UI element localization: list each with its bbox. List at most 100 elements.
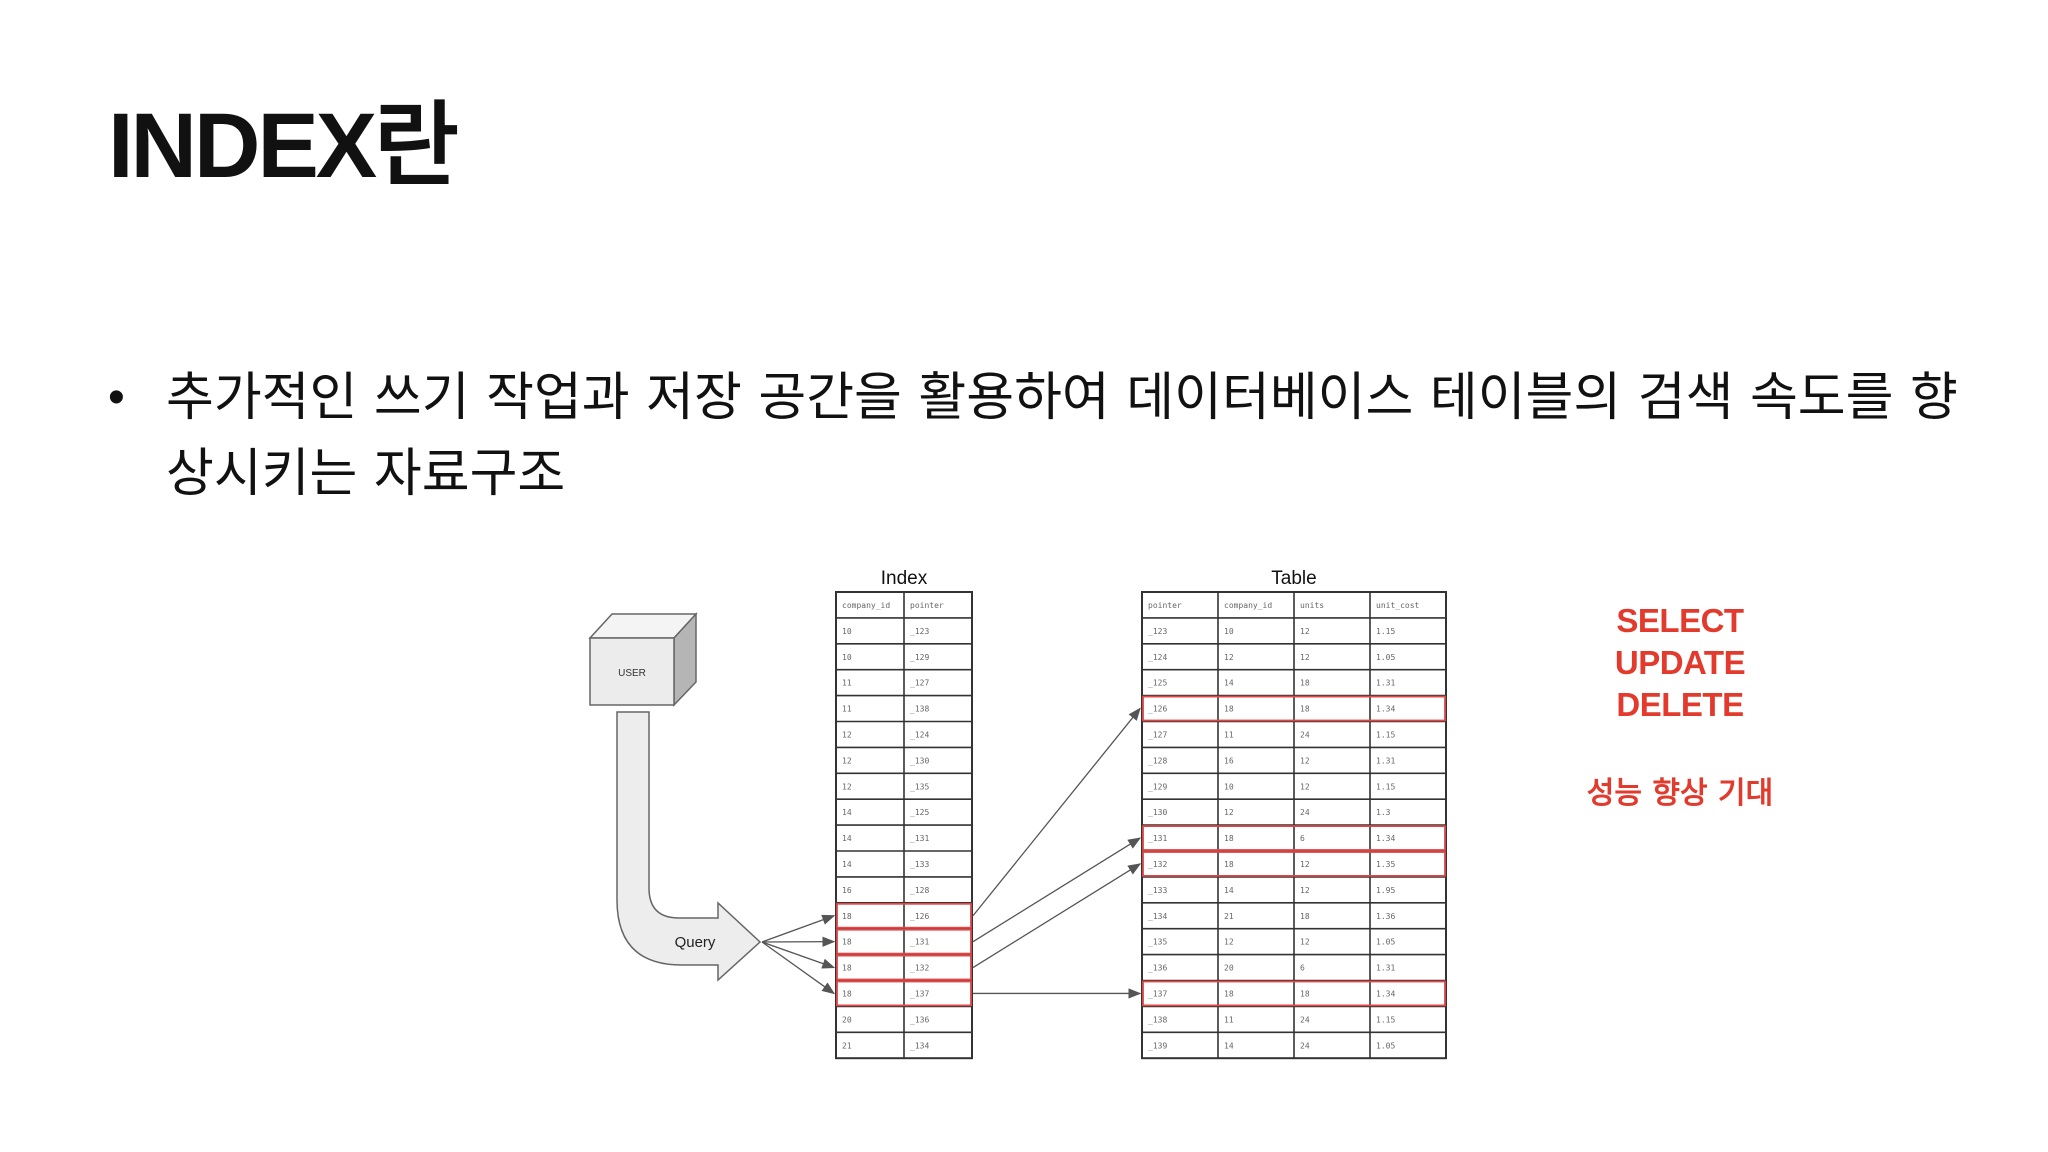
index-cell: _125: [910, 808, 929, 817]
index-header-1: pointer: [910, 601, 944, 610]
table-cell: 18: [1300, 705, 1310, 714]
table-cell: 18: [1224, 705, 1234, 714]
index-cell: _131: [910, 834, 929, 843]
index-cell: 14: [842, 834, 852, 843]
index-row: 11 _138: [842, 705, 929, 714]
index-row: 12 _124: [842, 730, 929, 739]
index-cell: 14: [842, 860, 852, 869]
index-cell: _124: [910, 730, 929, 739]
index-cell: _130: [910, 756, 929, 765]
index-row: 16_128: [842, 886, 929, 895]
table-cell: _124: [1148, 653, 1167, 662]
table-header-1: company_id: [1224, 601, 1272, 610]
table-cell: 11: [1224, 730, 1234, 739]
table-cell: _131: [1148, 834, 1167, 843]
table-cell: 6: [1300, 964, 1305, 973]
table-cell: _132: [1148, 860, 1167, 869]
bullet-dot: •: [108, 371, 125, 424]
table-cell: 10: [1224, 627, 1234, 636]
table-cell: 18: [1300, 679, 1310, 688]
bullet-item: • 추가적인 쓰기 작업과 저장 공간을 활용하여 데이터베이스 테이블의 검색…: [108, 360, 1968, 512]
index-row: 21 _134: [842, 1041, 929, 1050]
slide-title: INDEX란: [108, 95, 459, 197]
index-row: 12_135: [842, 782, 929, 791]
query-to-index-arrow: [761, 914, 836, 943]
table-highlight-row: [1142, 695, 1446, 722]
table-cell: 1.3: [1376, 808, 1391, 817]
table-highlight-row: [1142, 825, 1446, 851]
table-cell: _135: [1148, 938, 1167, 947]
table-cell: 12: [1300, 886, 1310, 895]
table-cell: _137: [1148, 989, 1167, 998]
table-cell: 6: [1300, 834, 1305, 843]
table-cell: 1.05: [1376, 938, 1395, 947]
index-row: 14_133: [842, 860, 929, 869]
table-cell: 12: [1300, 782, 1310, 791]
table-title: Table: [1271, 568, 1316, 589]
index-cell: _123: [910, 627, 929, 636]
table-header-2: units: [1300, 601, 1324, 610]
index-cell: _131: [910, 938, 929, 947]
index-cell: _138: [910, 705, 929, 714]
table-cell: 12: [1300, 627, 1310, 636]
index-row: 18_137: [842, 989, 929, 998]
index-cell: 21: [842, 1041, 852, 1050]
table-cell: 14: [1224, 886, 1234, 895]
operations-list: SELECT UPDATE DELETE: [1560, 600, 1800, 726]
table-header-0: pointer: [1148, 601, 1182, 610]
table-cell: 1.31: [1376, 679, 1395, 688]
table-cell: 1.15: [1376, 1015, 1395, 1024]
index-row: 18_131: [842, 938, 929, 947]
table-cell: _134: [1148, 912, 1167, 921]
table-cell: _123: [1148, 627, 1167, 636]
index-cell: _127: [910, 679, 929, 688]
index-cell: 10: [842, 653, 852, 662]
index-cell: 20: [842, 1015, 852, 1024]
index-cell: _135: [910, 782, 929, 791]
table-cell: _139: [1148, 1041, 1167, 1050]
index-cell: 18: [842, 989, 852, 998]
index-to-table-arrow: [972, 837, 1142, 943]
table-cell: 1.35: [1376, 860, 1395, 869]
query-to-index-arrow: [761, 941, 836, 969]
index-row: 20_136: [842, 1015, 929, 1024]
table-cell: 18: [1300, 989, 1310, 998]
table-cell: 1.15: [1376, 782, 1395, 791]
index-cell: 12: [842, 730, 852, 739]
index-row: 14 _131: [842, 834, 929, 843]
table-cell: 14: [1224, 1041, 1234, 1050]
table-cell: 24: [1300, 730, 1310, 739]
table-cell: 1.34: [1376, 989, 1395, 998]
index-to-table-arrow: [972, 863, 1142, 969]
table-cell: _125: [1148, 679, 1167, 688]
table-cell: 12: [1300, 653, 1310, 662]
table-highlight-row: [1142, 980, 1446, 1007]
index-row: 14 _125: [842, 808, 929, 817]
table-cell: 1.34: [1376, 834, 1395, 843]
index-cell: 14: [842, 808, 852, 817]
index-highlight-row: [836, 980, 972, 1007]
table-cell: _129: [1148, 782, 1167, 791]
index-row: 10_129: [842, 653, 929, 662]
index-cell: _134: [910, 1041, 929, 1050]
index-cell: 11: [842, 705, 852, 714]
table-highlight-row: [1142, 851, 1446, 877]
table-cell: 1.31: [1376, 964, 1395, 973]
operation-delete: DELETE: [1616, 686, 1744, 723]
index-row: 11_127: [842, 679, 929, 688]
